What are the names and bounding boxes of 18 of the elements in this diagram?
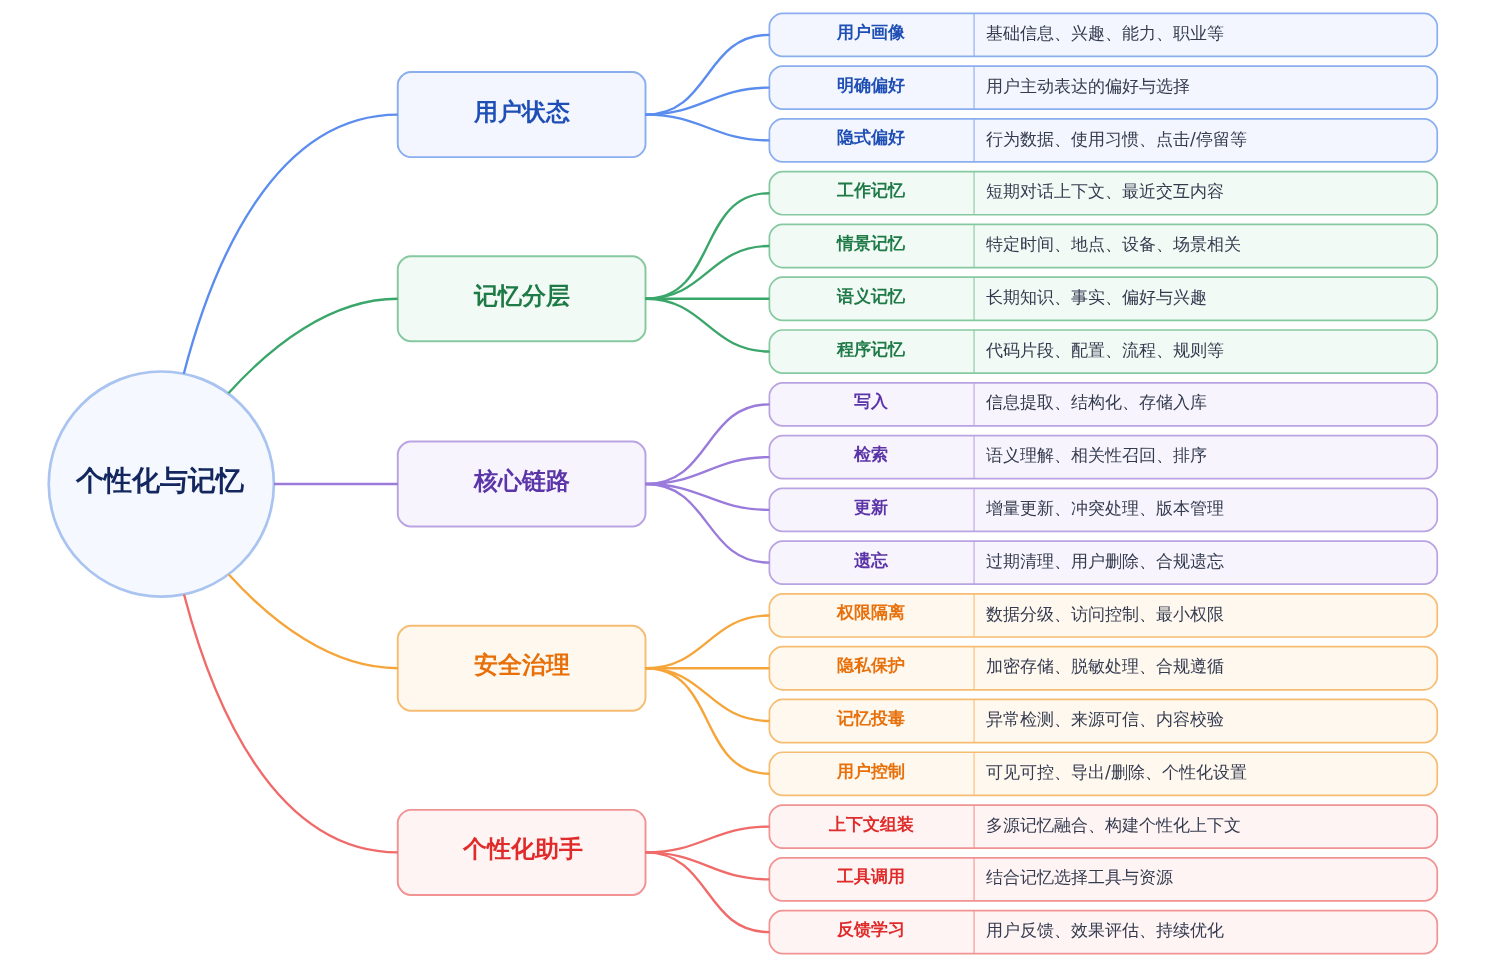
connector: [227, 573, 398, 669]
node-box: 个性化助手: [396, 808, 647, 896]
node-circle: 个性化与记忆: [47, 369, 276, 598]
connector: [645, 297, 770, 353]
connector: [645, 666, 770, 775]
node-box: 记忆分层: [396, 254, 647, 342]
node-box: 安全治理: [396, 624, 647, 712]
connector: [182, 593, 398, 854]
connector: [645, 850, 770, 933]
node-box: 核心链路: [396, 440, 647, 528]
connector: [645, 244, 770, 300]
connector: [645, 191, 770, 300]
connector: [645, 112, 770, 142]
connector: [182, 112, 398, 374]
connector: [227, 297, 398, 394]
connector: [645, 482, 770, 564]
node-box: 用户状态: [396, 70, 647, 158]
connector: [274, 482, 398, 485]
